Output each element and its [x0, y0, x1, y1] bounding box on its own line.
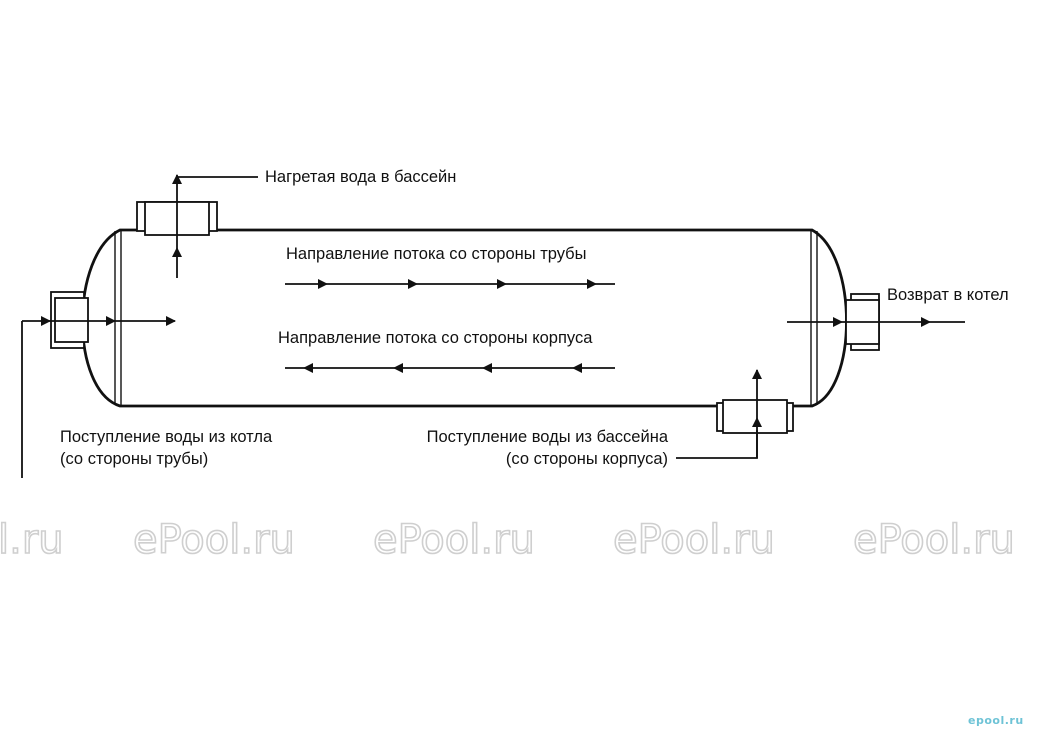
- site-logo: epool.ru: [968, 714, 1024, 727]
- flow-lines: [21, 174, 965, 478]
- watermark-partial: l.ru: [0, 517, 64, 563]
- watermark-4: ePool.ru: [853, 517, 1015, 563]
- nozzles: [50, 201, 880, 434]
- labels: Нагретая вода в бассейн Направление пото…: [60, 168, 1009, 468]
- label-tube-side-flow: Направление потока со стороны трубы: [286, 245, 587, 263]
- label-return-to-boiler: Возврат в котел: [887, 286, 1009, 304]
- watermark-row: l.ru ePool.ru ePool.ru ePool.ru ePool.ru: [0, 516, 1016, 564]
- bottom-inlet-nozzle: [716, 399, 794, 434]
- vessel-outline: [81, 228, 848, 408]
- tube-sheets: [114, 231, 818, 405]
- label-hot-water-to-pool: Нагретая вода в бассейн: [265, 168, 456, 186]
- vessel-shell: [81, 228, 848, 408]
- watermark-1: ePool.ru: [133, 517, 295, 563]
- watermark-3: ePool.ru: [613, 517, 775, 563]
- bottom-inlet-leader: [676, 430, 758, 459]
- label-pool-inlet-1: Поступление воды из бассейна: [427, 428, 669, 446]
- watermark-2: ePool.ru: [373, 517, 535, 563]
- label-shell-side-flow: Направление потока со стороны корпуса: [278, 329, 593, 347]
- label-boiler-inlet-1: Поступление воды из котла: [60, 428, 273, 446]
- label-pool-inlet-2: (со стороны корпуса): [506, 450, 668, 468]
- left-inlet-nozzle: [50, 291, 89, 349]
- label-boiler-inlet-2: (со стороны трубы): [60, 450, 208, 468]
